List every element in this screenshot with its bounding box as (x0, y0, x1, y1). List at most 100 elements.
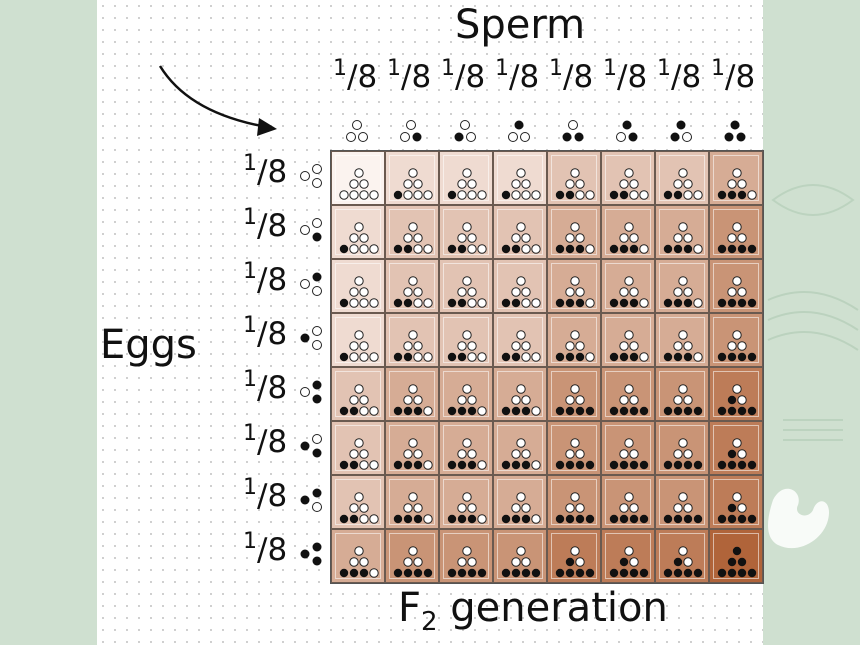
sperm-allele-dot (682, 132, 692, 142)
fraction-numerator: 1 (711, 56, 725, 81)
cell-allele-dot (521, 352, 531, 362)
egg-allele-dot (312, 502, 322, 512)
cell-allele-dot (521, 244, 531, 254)
cell-allele-dot (624, 222, 634, 232)
cell-allele-dot (511, 460, 521, 470)
genotype-cell (547, 421, 601, 475)
genotype-cell (547, 475, 601, 529)
cell-allele-dot (585, 460, 595, 470)
cell-allele-dot (683, 190, 693, 200)
cell-allele-dot (457, 514, 467, 524)
genotype-dots (609, 384, 649, 416)
cell-allele-dot (511, 298, 521, 308)
cell-allele-dot (467, 568, 477, 578)
cell-allele-dot (413, 341, 423, 351)
genotype-dots (447, 546, 487, 578)
cell-allele-dot (663, 568, 673, 578)
cell-allele-dot (683, 244, 693, 254)
cell-allele-dot (639, 190, 649, 200)
egg-allele-dot (312, 232, 322, 242)
cell-allele-dot (457, 449, 467, 459)
eggs-title: Eggs (100, 322, 197, 368)
cell-allele-dot (673, 395, 683, 405)
cell-allele-dot (467, 233, 477, 243)
cell-allele-dot (354, 168, 364, 178)
cell-allele-dot (629, 233, 639, 243)
sperm-allele-dot (514, 120, 524, 130)
genotype-dots (609, 492, 649, 524)
genotype-cell (385, 529, 439, 583)
genotype-dots (501, 546, 541, 578)
cell-allele-dot (575, 287, 585, 297)
cell-allele-dot (619, 233, 629, 243)
cell-allele-dot (354, 546, 364, 556)
cell-allele-dot (619, 341, 629, 351)
genotype-dots (717, 330, 757, 362)
genotype-cell (385, 313, 439, 367)
cell-allele-dot (663, 406, 673, 416)
cell-allele-dot (423, 460, 433, 470)
cell-allele-dot (609, 352, 619, 362)
cell-allele-dot (585, 352, 595, 362)
sperm-allele-dot (736, 132, 746, 142)
cell-allele-dot (516, 546, 526, 556)
cell-allele-dot (359, 352, 369, 362)
cell-allele-dot (565, 233, 575, 243)
cell-allele-dot (516, 438, 526, 448)
cell-allele-dot (737, 298, 747, 308)
cell-allele-dot (531, 190, 541, 200)
cell-allele-dot (673, 449, 683, 459)
cell-allele-dot (727, 244, 737, 254)
cell-allele-dot (511, 352, 521, 362)
cell-allele-dot (339, 460, 349, 470)
genotype-cell (601, 475, 655, 529)
cell-allele-dot (354, 276, 364, 286)
cell-allele-dot (629, 352, 639, 362)
cell-allele-dot (717, 514, 727, 524)
cell-allele-dot (369, 298, 379, 308)
cell-allele-dot (457, 179, 467, 189)
cell-allele-dot (629, 179, 639, 189)
fraction-numerator: 1 (333, 56, 347, 81)
cell-allele-dot (516, 384, 526, 394)
genotype-cell (493, 313, 547, 367)
cell-allele-dot (629, 406, 639, 416)
genotype-cell (655, 475, 709, 529)
genotype-dots (609, 276, 649, 308)
egg-allele-dot (312, 380, 322, 390)
cell-allele-dot (619, 179, 629, 189)
cell-allele-dot (619, 287, 629, 297)
cell-allele-dot (462, 222, 472, 232)
cell-allele-dot (339, 568, 349, 578)
cell-allele-dot (359, 503, 369, 513)
cell-allele-dot (349, 460, 359, 470)
genotype-dots (717, 276, 757, 308)
cell-allele-dot (349, 503, 359, 513)
cell-allele-dot (629, 460, 639, 470)
genotype-cell (601, 313, 655, 367)
genotype-cell (601, 205, 655, 259)
cell-allele-dot (555, 298, 565, 308)
egg-allele-dot (312, 488, 322, 498)
cell-allele-dot (683, 503, 693, 513)
egg-allele-dot (300, 495, 310, 505)
cell-allele-dot (575, 395, 585, 405)
cell-allele-dot (359, 557, 369, 567)
cell-allele-dot (349, 568, 359, 578)
cell-allele-dot (663, 460, 673, 470)
sperm-allele-dot (670, 132, 680, 142)
cell-allele-dot (447, 406, 457, 416)
egg-allele-dot (312, 218, 322, 228)
genotype-cell (331, 205, 385, 259)
cell-allele-dot (609, 460, 619, 470)
cell-allele-dot (457, 341, 467, 351)
cell-allele-dot (501, 190, 511, 200)
cell-allele-dot (501, 298, 511, 308)
cell-allele-dot (555, 190, 565, 200)
cell-allele-dot (467, 406, 477, 416)
cell-allele-dot (570, 546, 580, 556)
fraction-numerator: 1 (243, 205, 257, 230)
cell-allele-dot (511, 341, 521, 351)
genotype-dots (393, 438, 433, 470)
cell-allele-dot (737, 568, 747, 578)
